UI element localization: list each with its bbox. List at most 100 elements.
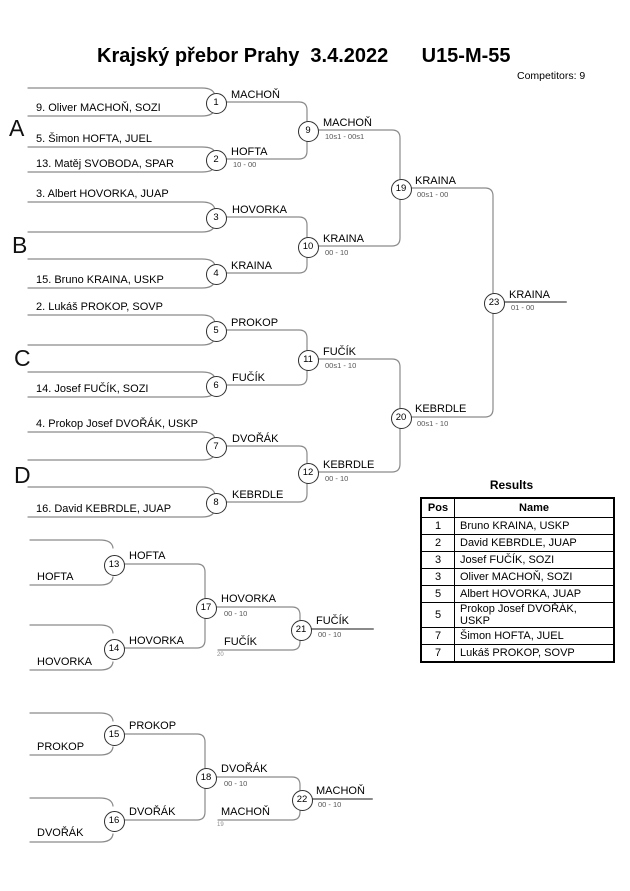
match-17-node: 17 bbox=[195, 597, 217, 619]
match-11-winner-line bbox=[306, 358, 401, 418]
repechage-top-lines bbox=[29, 539, 374, 671]
entry-name: HOVORKA bbox=[37, 656, 93, 668]
table-row: 7 Šimon HOFTA, JUEL bbox=[420, 627, 615, 645]
drop-in-label: MACHOŇ bbox=[221, 806, 270, 818]
match-1-top-line bbox=[27, 87, 216, 97]
match-2-winner-line bbox=[214, 129, 308, 160]
match-15-winner-line bbox=[112, 733, 206, 778]
match-12-node: 12 bbox=[297, 462, 319, 484]
match-3-winner-line bbox=[214, 216, 308, 247]
match-6-top-line bbox=[27, 371, 216, 380]
pos-cell: 1 bbox=[420, 517, 455, 535]
score-label: 10 - 00 bbox=[233, 160, 257, 169]
match-18-winner-line bbox=[204, 776, 301, 800]
match-7-node: 7 bbox=[205, 436, 227, 458]
match-14-bottom-line bbox=[29, 661, 114, 671]
winner-label: MACHOŇ bbox=[231, 89, 280, 101]
name-cell: Šimon HOFTA, JUEL bbox=[454, 627, 615, 645]
match-1-node: 1 bbox=[205, 92, 227, 114]
pos-cell: 2 bbox=[420, 534, 455, 552]
drop-in-match-ref: 20 bbox=[217, 652, 224, 658]
match-10-winner-line bbox=[306, 187, 401, 247]
match-13-top-line bbox=[29, 539, 114, 549]
score-label: 00 - 10 bbox=[224, 609, 248, 618]
section-label-c: C bbox=[14, 345, 31, 371]
page-title: Krajský přebor Prahy 3.4.2022 U15-M-55 bbox=[97, 45, 511, 67]
winner-label: MACHOŇ bbox=[323, 117, 372, 129]
score-label: 00 - 10 bbox=[325, 248, 349, 257]
match-7-winner-line bbox=[214, 445, 308, 473]
match-15-node: 15 bbox=[103, 724, 125, 746]
match-6-winner-line bbox=[214, 358, 308, 386]
match-13-winner-line bbox=[112, 563, 206, 608]
match-19-node: 19 bbox=[390, 178, 412, 200]
competitors-count: Competitors: 9 bbox=[517, 70, 586, 82]
match-7-bottom-line bbox=[27, 452, 216, 461]
pos-cell: 3 bbox=[420, 551, 455, 569]
entry-name: PROKOP bbox=[37, 741, 85, 753]
match-9-node: 9 bbox=[297, 120, 319, 142]
match-13-node: 13 bbox=[103, 554, 125, 576]
score-label: 00 - 10 bbox=[318, 630, 342, 639]
match-13-bottom-line bbox=[29, 576, 114, 586]
match-16-top-line bbox=[29, 797, 114, 807]
score-label: 00 - 10 bbox=[224, 779, 248, 788]
winner-label: HOVORKA bbox=[232, 204, 288, 216]
name-column-header: Name bbox=[454, 497, 615, 518]
drop-in-label: FUČÍK bbox=[224, 636, 257, 648]
match-20-winner-line bbox=[399, 301, 494, 418]
entry-name: DVOŘÁK bbox=[37, 827, 84, 839]
winner-label: PROKOP bbox=[231, 317, 279, 329]
name-cell: Bruno KRAINA, USKP bbox=[454, 517, 615, 535]
score-label: 00 - 10 bbox=[318, 800, 342, 809]
results-header-row: Pos Name bbox=[420, 497, 615, 518]
match-4-winner-line bbox=[214, 245, 308, 274]
entry-name: 14. Josef FUČÍK, SOZI bbox=[36, 383, 149, 395]
winner-label: HOVORKA bbox=[129, 635, 185, 647]
pos-cell: 7 bbox=[420, 627, 455, 645]
match-22-drop-in-line bbox=[217, 798, 301, 821]
match-17-winner-line bbox=[204, 606, 301, 630]
name-cell: Lukáš PROKOP, SOVP bbox=[454, 644, 615, 663]
table-row: 3 Josef FUČÍK, SOZI bbox=[420, 551, 615, 569]
match-1-winner-line bbox=[214, 101, 308, 131]
match-15-top-line bbox=[29, 712, 114, 722]
match-7-top-line bbox=[27, 431, 216, 440]
table-row: 5 Albert HOVORKA, JUAP bbox=[420, 585, 615, 603]
score-label: 00s1 - 00 bbox=[417, 190, 449, 199]
match-22-node: 22 bbox=[291, 789, 313, 811]
pos-cell: 5 bbox=[420, 602, 455, 628]
winner-label: DVOŘÁK bbox=[232, 433, 279, 445]
match-5-top-line bbox=[27, 314, 216, 324]
match-15-bottom-line bbox=[29, 746, 114, 756]
champion-label: KRAINA bbox=[509, 289, 550, 301]
match-21-node: 21 bbox=[290, 619, 312, 641]
match-14-node: 14 bbox=[103, 638, 125, 660]
name-cell: David KEBRDLE, JUAP bbox=[454, 534, 615, 552]
results-table: Pos Name 1 Bruno KRAINA, USKP 2 David KE… bbox=[420, 497, 615, 663]
match-9-winner-line bbox=[306, 129, 401, 189]
table-row: 1 Bruno KRAINA, USKP bbox=[420, 517, 615, 535]
entry-name: 3. Albert HOVORKA, JUAP bbox=[36, 188, 169, 200]
match-3-node: 3 bbox=[205, 207, 227, 229]
match-4-top-line bbox=[27, 258, 216, 267]
match-3-bottom-line bbox=[27, 223, 216, 233]
match-16-bottom-line bbox=[29, 833, 114, 843]
table-row: 5 Prokop Josef DVOŘÁK, USKP bbox=[420, 602, 615, 628]
match-21-drop-in-line bbox=[217, 628, 301, 651]
name-cell: Oliver MACHOŇ, SOZI bbox=[454, 568, 615, 586]
score-label: 01 - 00 bbox=[511, 303, 535, 312]
pos-column-header: Pos bbox=[420, 497, 455, 518]
winner-label: PROKOP bbox=[129, 720, 177, 732]
winner-label: KRAINA bbox=[415, 175, 456, 187]
repechage-bottom-lines bbox=[29, 712, 373, 843]
match-6-node: 6 bbox=[205, 375, 227, 397]
match-23-node: 23 bbox=[483, 292, 505, 314]
match-8-winner-line bbox=[214, 471, 308, 503]
match-18-node: 18 bbox=[195, 767, 217, 789]
score-label: 00s1 - 10 bbox=[417, 419, 449, 428]
entry-name: 9. Oliver MACHOŇ, SOZI bbox=[36, 102, 161, 114]
name-cell: Josef FUČÍK, SOZI bbox=[454, 551, 615, 569]
match-2-node: 2 bbox=[205, 149, 227, 171]
pos-cell: 3 bbox=[420, 568, 455, 586]
